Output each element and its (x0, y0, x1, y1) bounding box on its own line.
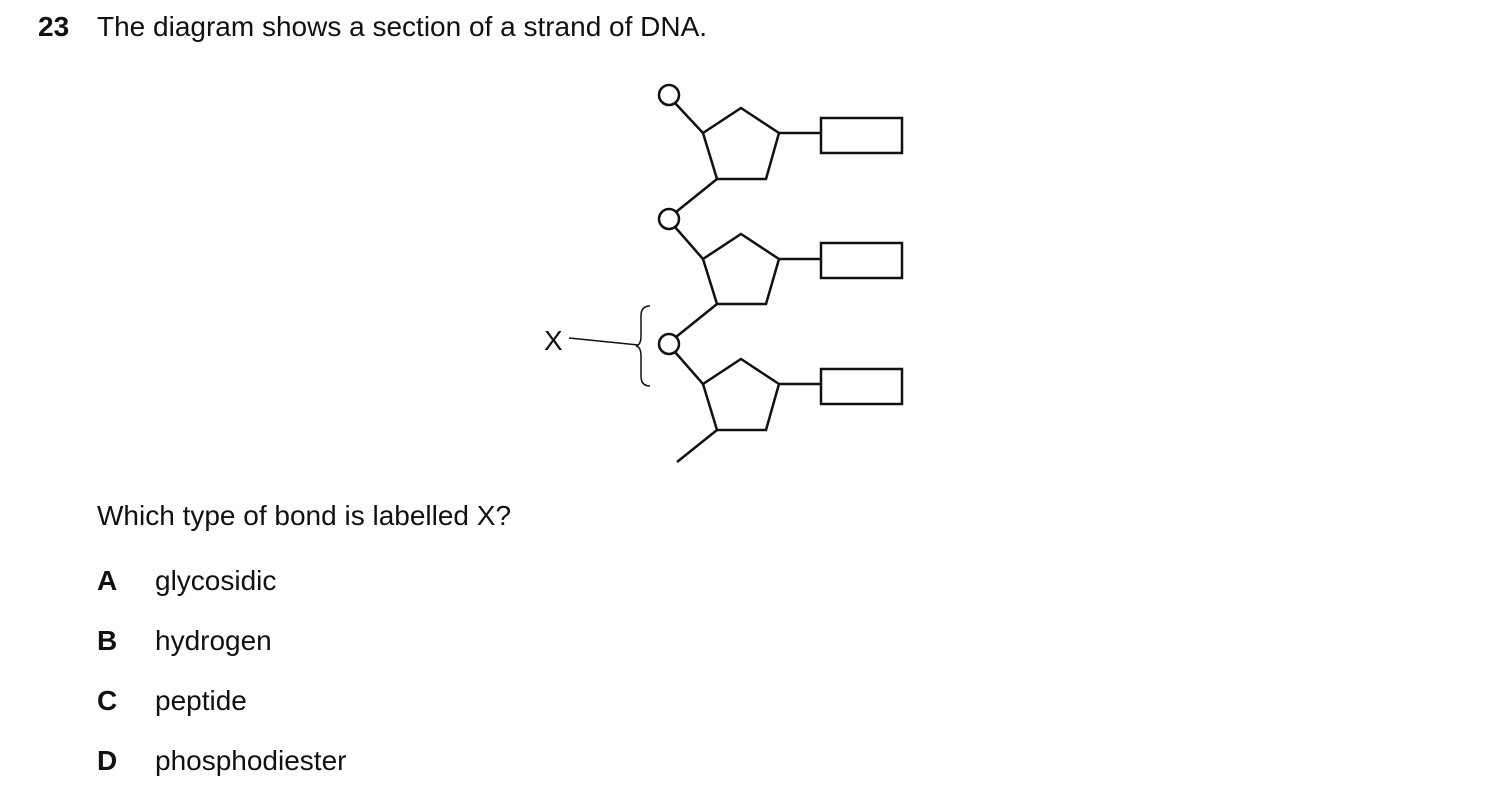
phosphate-group-3 (657, 332, 681, 356)
question-number: 23 (38, 11, 70, 42)
nitrogenous-base-1 (819, 116, 904, 155)
option-c-text: peptide (155, 685, 247, 716)
option-d-text: phosphodiester (155, 745, 347, 776)
bond-sugar-phosphate-1 (675, 178, 718, 213)
question-stem: The diagram shows a section of a strand … (97, 11, 708, 42)
bond-phosphate-sugar-3 (674, 351, 704, 385)
label-x-brace (635, 305, 651, 387)
option-c-letter: C (97, 685, 118, 716)
label-x: X (544, 325, 563, 356)
option-c[interactable]: C peptide (97, 684, 247, 718)
option-b-text: hydrogen (155, 625, 272, 656)
label-x-leader-line (568, 337, 639, 346)
option-a[interactable]: A glycosidic (97, 564, 276, 598)
option-a-text: glycosidic (155, 565, 277, 596)
question-prompt: Which type of bond is labelled X? (97, 500, 512, 531)
pentose-sugar-2 (701, 232, 781, 306)
bond-phosphate-sugar-2 (674, 226, 704, 260)
nitrogenous-base-3 (819, 367, 904, 406)
option-d-letter: D (97, 745, 118, 776)
option-b-letter: B (97, 625, 118, 656)
option-a-letter: A (97, 565, 118, 596)
trailing-bond (676, 429, 718, 463)
nitrogenous-base-2 (819, 241, 904, 280)
phosphate-group-1 (657, 83, 681, 107)
bond-phosphate-sugar-1 (674, 102, 704, 134)
pentose-sugar-1 (701, 106, 781, 181)
option-d[interactable]: D phosphodiester (97, 744, 346, 778)
option-b[interactable]: B hydrogen (97, 624, 272, 658)
phosphate-group-2 (657, 207, 681, 231)
bond-sugar-phosphate-2 (675, 303, 718, 338)
pentose-sugar-3 (701, 357, 781, 432)
